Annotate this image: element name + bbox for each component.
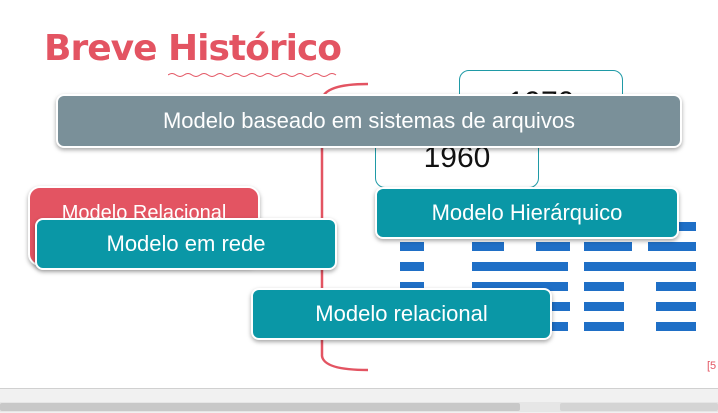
slide-title: Breve Histórico: [44, 28, 342, 69]
scrollbar-thumb-secondary[interactable]: [560, 403, 718, 411]
spellcheck-underline: [168, 73, 337, 77]
relational-model-label: Modelo relacional: [315, 301, 488, 326]
network-model-pill[interactable]: Modelo em rede: [35, 218, 337, 270]
network-model-label: Modelo em rede: [106, 231, 266, 256]
scrollbar-thumb[interactable]: [0, 403, 520, 411]
presentation-slide: Breve Histórico 1970 1960: [28, 28, 717, 372]
file-systems-model-label: Modelo baseado em sistemas de arquivos: [162, 108, 576, 133]
footnote-reference: [5: [707, 360, 717, 372]
relational-model-pill[interactable]: Modelo relacional: [251, 288, 552, 340]
hierarchical-model-pill[interactable]: Modelo Hierárquico: [375, 187, 679, 239]
hierarchical-model-label: Modelo Hierárquico: [431, 200, 623, 225]
file-systems-model-pill[interactable]: Modelo baseado em sistemas de arquivos: [56, 94, 682, 148]
